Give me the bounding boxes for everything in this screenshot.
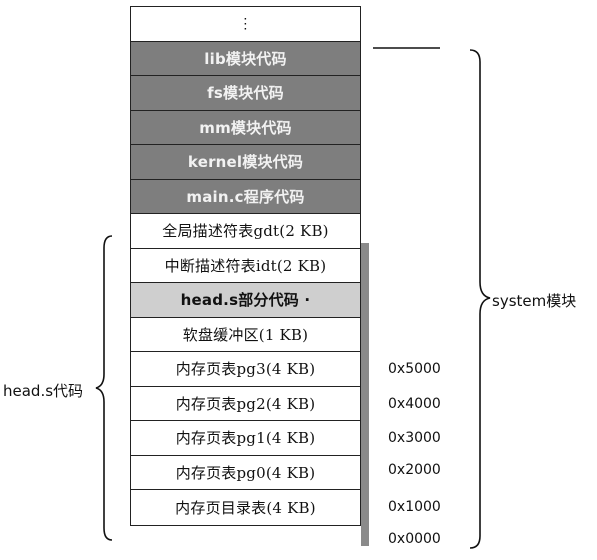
memory-block-pg2: 内存页表pg2(4 KB) bbox=[131, 386, 360, 421]
memory-block-gdt: 全局描述符表gdt(2 KB) bbox=[131, 214, 360, 249]
memory-block-ellipsis: ⋮ bbox=[131, 7, 360, 42]
head-code-brace bbox=[95, 235, 113, 541]
memory-block-fs: fs模块代码 bbox=[131, 76, 360, 111]
memory-block-pg0: 内存页表pg0(4 KB) bbox=[131, 455, 360, 490]
memory-block-lib: lib模块代码 bbox=[131, 41, 360, 76]
memory-block-pg3: 内存页表pg3(4 KB) bbox=[131, 352, 360, 387]
memory-block-mm: mm模块代码 bbox=[131, 110, 360, 145]
memory-block-main: main.c程序代码 bbox=[131, 179, 360, 214]
system-module-brace bbox=[469, 49, 491, 549]
address-label: 0x4000 bbox=[388, 396, 441, 412]
stack-shadow bbox=[361, 243, 369, 546]
memory-block-kernel: kernel模块代码 bbox=[131, 145, 360, 180]
head-code-label: head.s代码 bbox=[3, 382, 84, 400]
memory-block-idt: 中断描述符表idt(2 KB) bbox=[131, 248, 360, 283]
address-label: 0x1000 bbox=[388, 499, 441, 515]
memory-block-pg1: 内存页表pg1(4 KB) bbox=[131, 421, 360, 456]
memory-block-floppy-buffer: 软盘缓冲区(1 KB) bbox=[131, 317, 360, 352]
address-label: 0x5000 bbox=[388, 361, 441, 377]
address-label: 0x3000 bbox=[388, 430, 441, 446]
memory-block-page-directory: 内存页目录表(4 KB) bbox=[131, 490, 360, 525]
address-label: 0x0000 bbox=[388, 531, 441, 547]
system-module-label: system模块 bbox=[492, 292, 577, 310]
address-label: 0x2000 bbox=[388, 462, 441, 478]
memory-block-head-code: head.s部分代码 · bbox=[131, 283, 360, 318]
memory-stack: ⋮ lib模块代码 fs模块代码 mm模块代码 kernel模块代码 main.… bbox=[130, 6, 361, 526]
